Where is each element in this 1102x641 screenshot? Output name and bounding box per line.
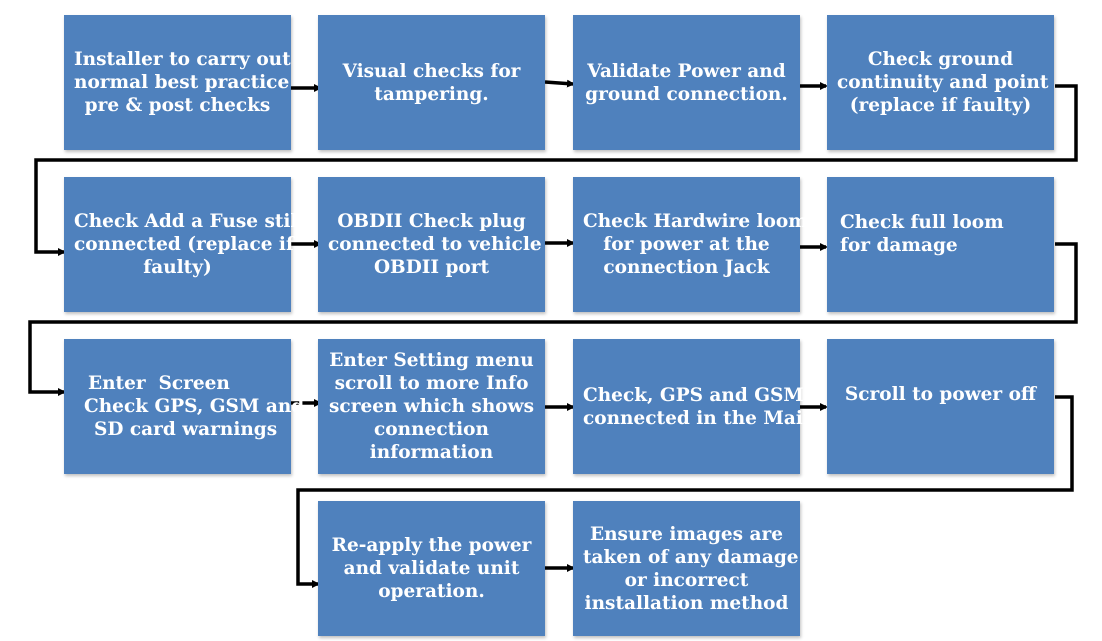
step-text-line: faulty) [143, 257, 212, 278]
step-text-line: operation. [378, 581, 485, 602]
step-text-line: Check, GPS and GSM is [583, 384, 828, 406]
step-text-line: connection [374, 419, 489, 440]
step-visual-checks: Visual checks for tampering. [318, 15, 545, 150]
step-text-line: connected (replace if [74, 234, 294, 255]
arrow-s12-s13 [296, 395, 1074, 588]
step-enter-screen: Enter Screen Check GPS, GSM and SD card … [64, 339, 305, 474]
step-text-line: continuity and point [837, 72, 1049, 93]
step-text-line: (replace if faulty) [849, 95, 1032, 116]
step-text-line: Check GPS, GSM and [84, 396, 305, 417]
step-text-line: Enter Setting menu [329, 350, 534, 371]
step-text-line: OBDII Check plug [337, 211, 526, 232]
step-hardwire-loom: Check Hardwire loom for power at the con… [573, 177, 808, 312]
step-text-line: and validate unit [343, 558, 520, 579]
step-obdii-plug: OBDII Check plug connected to vehicle OB… [318, 177, 545, 312]
step-text-line: connection Jack [603, 257, 770, 278]
step-text-line: for damage [840, 235, 958, 256]
step-text-line: Enter Screen [88, 373, 230, 394]
step-ensure-images: Ensure images are taken of any damage or… [573, 501, 800, 636]
step-text-line: installation method [584, 592, 789, 614]
step-text-line: Scroll to power off [844, 384, 1037, 405]
step-add-a-fuse: Check Add a Fuse still connected (replac… [64, 177, 305, 312]
arrow-s4-s5 [34, 84, 1078, 256]
step-check-gps-gsm: Check, GPS and GSM is connected in the M… [573, 339, 828, 474]
step-reapply-power: Re-apply the power and validate unit ope… [318, 501, 545, 636]
step-full-loom-damage: Check full loom for damage [827, 177, 1054, 312]
step-text-line: Installer to carry out [74, 49, 291, 70]
step-text-line: taken of any damage [583, 546, 799, 568]
step-text-line: connected in the Main [583, 407, 817, 429]
step-text-line: tampering. [374, 83, 489, 105]
step-installer-checks: Installer to carry out normal best pract… [64, 15, 291, 150]
step-text-line: Check ground [867, 49, 1014, 70]
arrow-s8-s9 [28, 242, 1078, 396]
step-text-line: screen which shows [329, 396, 534, 417]
step-text-line: pre & post checks [84, 95, 271, 116]
step-text-line: connected to vehicle [328, 234, 542, 255]
step-text-line: Ensure images are [589, 523, 784, 545]
arrow-s2-s3 [544, 79, 575, 88]
step-scroll-power-off: Scroll to power off [827, 339, 1054, 474]
step-text-line: OBDII port [373, 257, 490, 278]
step-validate-power: Validate Power and ground connection. [573, 15, 800, 150]
step-text-line: Check full loom [840, 212, 1004, 233]
step-text-line: normal best practice [74, 72, 290, 93]
step-setting-menu: Enter Setting menu scroll to more Info s… [318, 339, 545, 474]
step-text-line: Check Hardwire loom [583, 211, 808, 232]
step-text-line: ground connection. [585, 83, 788, 105]
step-text-line: Check Add a Fuse still [74, 211, 305, 232]
step-text-line: Validate Power and [587, 60, 786, 82]
step-text-line: SD card warnings [94, 419, 278, 440]
step-text-line: Re-apply the power [331, 535, 532, 556]
step-text-line: for power at the [603, 234, 770, 255]
step-text-line: scroll to more Info [334, 373, 529, 394]
step-text-line: Visual checks for [342, 60, 521, 82]
step-text-line: information [369, 442, 494, 463]
step-text-line: or incorrect [624, 569, 749, 591]
step-ground-continuity: Check ground continuity and point (repla… [827, 15, 1054, 150]
